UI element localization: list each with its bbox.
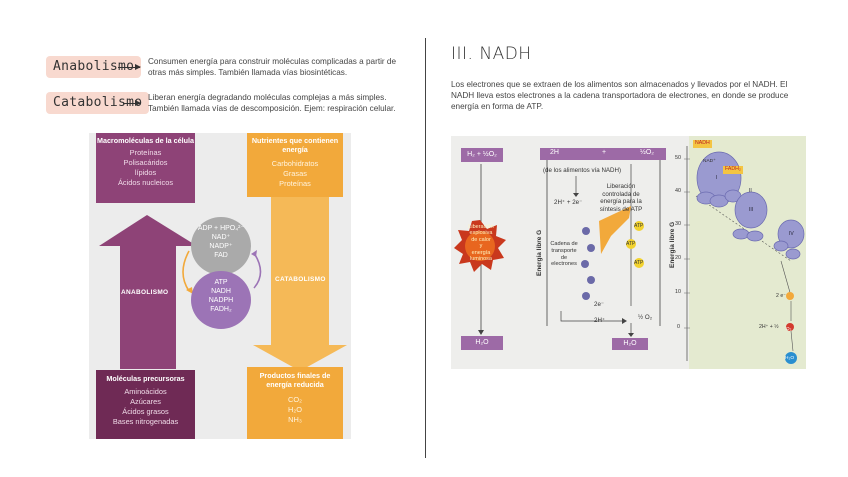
chain-line: de (550, 255, 578, 262)
complex-label: II (749, 188, 752, 196)
2e-label: 2e⁻ (594, 301, 604, 309)
tick-label: 50 (675, 155, 681, 163)
liberation-line: energía para la (593, 198, 649, 206)
anabolismo-description: Consumen energía para construir molécula… (148, 57, 398, 78)
atp-label: ATP (634, 260, 643, 268)
transport-chain-label: Cadena de transporte de electrones (550, 241, 578, 268)
section-title: III. NADH (451, 44, 532, 64)
carrier-label: ATP (191, 278, 251, 287)
tick-label: 30 (675, 221, 681, 229)
arrow-right-icon (123, 103, 140, 104)
liberation-line: Liberación (593, 183, 649, 191)
half-o2-label: ½O₂ (640, 149, 654, 156)
atp-label: ATP (626, 241, 635, 249)
tick-label: 20 (675, 255, 681, 263)
carrier-label: FAD (191, 251, 251, 260)
chain-line: Cadena de (550, 241, 578, 248)
carrier-label: NADH (191, 287, 251, 296)
column-divider (425, 38, 426, 458)
precursors-box: Moléculas precursoras Aminoácidos Azúcar… (96, 370, 195, 439)
nadh-tag: NADH (693, 140, 712, 148)
liberation-line: controlada de (593, 191, 649, 199)
catabolism-arrow (253, 197, 347, 371)
metabolism-diagram: Macromoléculas de la célula Proteínas Po… (89, 133, 351, 439)
tick-label: 40 (675, 188, 681, 196)
precursors-heading: Moléculas precursoras (96, 370, 195, 384)
complex-label: III (749, 207, 753, 215)
2h-plus-label: 2H⁺ (594, 317, 605, 325)
tick-label: 0 (677, 324, 680, 332)
fadh2-tag: FADH₂ (723, 166, 743, 174)
via-nadh-label: (de los alimentos vía NADH) (543, 167, 621, 175)
liberation-line: síntesis de ATP (593, 206, 649, 214)
precursor-item: Aminoácidos (96, 387, 195, 397)
catabolismo-description: Liberan energía degradando moléculas com… (148, 93, 398, 114)
precursor-item: Ácidos grasos (96, 407, 195, 417)
diagram-lines (451, 136, 806, 369)
carrier-label: ADP + HPO₄²⁻ (191, 224, 251, 233)
product-item: CO₂ (247, 395, 343, 405)
products-box: Productos finales de energía reducida CO… (247, 367, 343, 439)
carrier-label: NADP⁺ (191, 242, 251, 251)
carrier-label: FADH₂ (191, 305, 251, 314)
energy-axis-label: Energía libre G (536, 230, 543, 276)
controlled-release-label: Liberación controlada de energía para la… (593, 183, 649, 213)
product-item: H₂O (247, 405, 343, 415)
tick-label: 10 (675, 289, 681, 297)
right-reaction-label: 2H⁺ + ½ (759, 324, 779, 332)
complex-label: I (716, 175, 717, 183)
chain-line: electrones (550, 261, 578, 268)
nad-plus-tag: NAD⁺ (703, 158, 716, 166)
catabolismo-arrow-label: CATABOLISMO (275, 276, 326, 283)
products-heading: Productos finales de energía reducida (247, 367, 343, 389)
section-paragraph: Los electrones que se extraen de los ali… (451, 79, 811, 112)
atp-label: ATP (634, 223, 643, 231)
plus-label: + (602, 149, 606, 156)
complex-label: IV (789, 231, 794, 239)
burst-line: explosiva (468, 230, 494, 236)
bottom-h2o-box: H₂O (612, 338, 648, 350)
burst-line: luminosa (468, 256, 494, 262)
electron-transport-diagram: H₂ + ½O₂ H₂O (451, 136, 806, 369)
carrier-label: NADPH (191, 296, 251, 305)
2h-half-o2-bar: 2H + ½O₂ (540, 148, 666, 160)
precursor-item: Bases nitrogenadas (96, 417, 195, 427)
right-2e-label: 2 e⁻ (776, 293, 786, 301)
oxidized-carriers-circle: ADP + HPO₄²⁻ NAD⁺ NADP⁺ FAD (191, 217, 251, 275)
reduced-carriers-circle: ATP NADH NADPH FADH₂ (191, 271, 251, 329)
arrow-right-icon (118, 67, 140, 68)
right-o2-label: O₂ (786, 325, 791, 333)
right-h2o-label: H₂O (785, 355, 794, 363)
carrier-label: NAD⁺ (191, 233, 251, 242)
burst-label: Liberación explosiva de calor y energía … (468, 224, 494, 262)
half-o2-small-label: ½ O₂ (638, 314, 652, 322)
chain-line: transporte (550, 248, 578, 255)
precursor-item: Azúcares (96, 397, 195, 407)
2h-label: 2H (550, 149, 559, 156)
product-item: NH₃ (247, 415, 343, 425)
anabolismo-arrow-label: ANABOLISMO (121, 289, 168, 296)
h-plus-e-label: 2H⁺ + 2e⁻ (554, 199, 582, 207)
